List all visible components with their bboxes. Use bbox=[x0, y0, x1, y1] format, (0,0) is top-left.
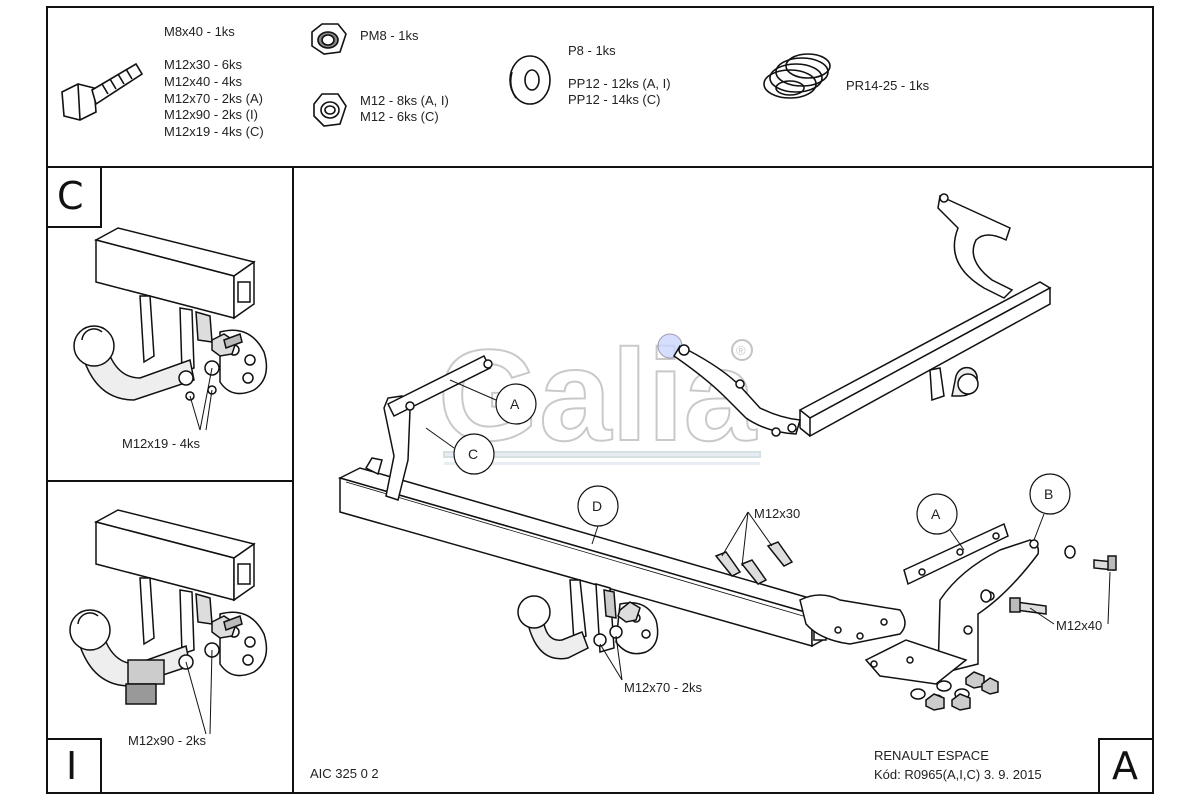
washer-pp12-ai: PP12 - 12ks (A, I) bbox=[568, 76, 671, 91]
callout-circles bbox=[453, 383, 1071, 535]
spring-washer-icon bbox=[763, 53, 831, 99]
self-locking-nut-icon bbox=[311, 23, 347, 55]
washer-icon bbox=[509, 55, 551, 105]
watermark-registered: ® bbox=[736, 343, 746, 358]
nut-m12-line-1: M12 - 8ks (A, I) bbox=[360, 93, 449, 108]
panel-i-letter: I bbox=[66, 744, 78, 788]
bolt-m12x30: M12x30 - 6ks bbox=[164, 57, 243, 72]
washer-p8: P8 - 1ks bbox=[568, 43, 616, 58]
hex-nut-icon bbox=[313, 93, 347, 127]
a-box-left bbox=[1098, 738, 1100, 794]
c-box-right bbox=[100, 166, 102, 228]
i-box-right bbox=[100, 738, 102, 794]
i-box-top bbox=[46, 738, 102, 740]
callout-a-lower: A bbox=[931, 506, 941, 522]
c-i-divider bbox=[46, 480, 294, 482]
leader-lines bbox=[425, 379, 1111, 681]
kod-date: Kód: R0965(A,I,C) 3. 9. 2015 bbox=[874, 767, 1042, 782]
spring-washer-label: PR14-25 - 1ks bbox=[846, 78, 930, 93]
nut-pm8-label: PM8 - 1ks bbox=[360, 28, 419, 43]
panel-i-callout: M12x90 - 2ks bbox=[128, 733, 207, 748]
label-m12x70: M12x70 - 2ks bbox=[624, 680, 703, 695]
a-box-top bbox=[1098, 738, 1154, 740]
bolt-m12x70: M12x70 - 2ks (A) bbox=[164, 91, 263, 106]
panel-c-tow-bar bbox=[73, 227, 268, 431]
drawing-frame bbox=[46, 6, 1154, 794]
upper-crossbar-assembly bbox=[672, 193, 1052, 438]
bolt-m8x40: M8x40 - 1ks bbox=[164, 24, 235, 39]
washer-pp12-c: PP12 - 14ks (C) bbox=[568, 92, 661, 107]
bolt-m12x90: M12x90 - 2ks (I) bbox=[164, 107, 258, 122]
panel-i-tow-bar bbox=[69, 509, 268, 735]
callout-c: C bbox=[468, 446, 479, 462]
callout-a-upper: A bbox=[510, 396, 520, 412]
bolt-m12x40: M12x40 - 4ks bbox=[164, 74, 243, 89]
bolt-m12x19: M12x19 - 4ks (C) bbox=[164, 124, 264, 139]
vehicle-name: RENAULT ESPACE bbox=[874, 748, 989, 763]
lower-crossbar-exploded bbox=[337, 354, 1117, 711]
c-box-left bbox=[46, 166, 48, 226]
c-box-bottom bbox=[46, 226, 102, 228]
callout-d: D bbox=[592, 498, 603, 514]
drawing-code: AIC 325 0 2 bbox=[310, 766, 379, 781]
callout-b: B bbox=[1044, 486, 1054, 502]
hex-bolt-icon bbox=[61, 62, 144, 121]
label-m12x30: M12x30 bbox=[754, 506, 801, 521]
nut-m12-line-2: M12 - 6ks (C) bbox=[360, 109, 439, 124]
panel-c-callout: M12x19 - 4ks bbox=[122, 436, 201, 451]
label-m12x40: M12x40 bbox=[1056, 618, 1103, 633]
parts-divider bbox=[46, 166, 1154, 168]
panel-c-letter: C bbox=[57, 174, 84, 218]
panel-a-letter: A bbox=[1112, 744, 1138, 788]
